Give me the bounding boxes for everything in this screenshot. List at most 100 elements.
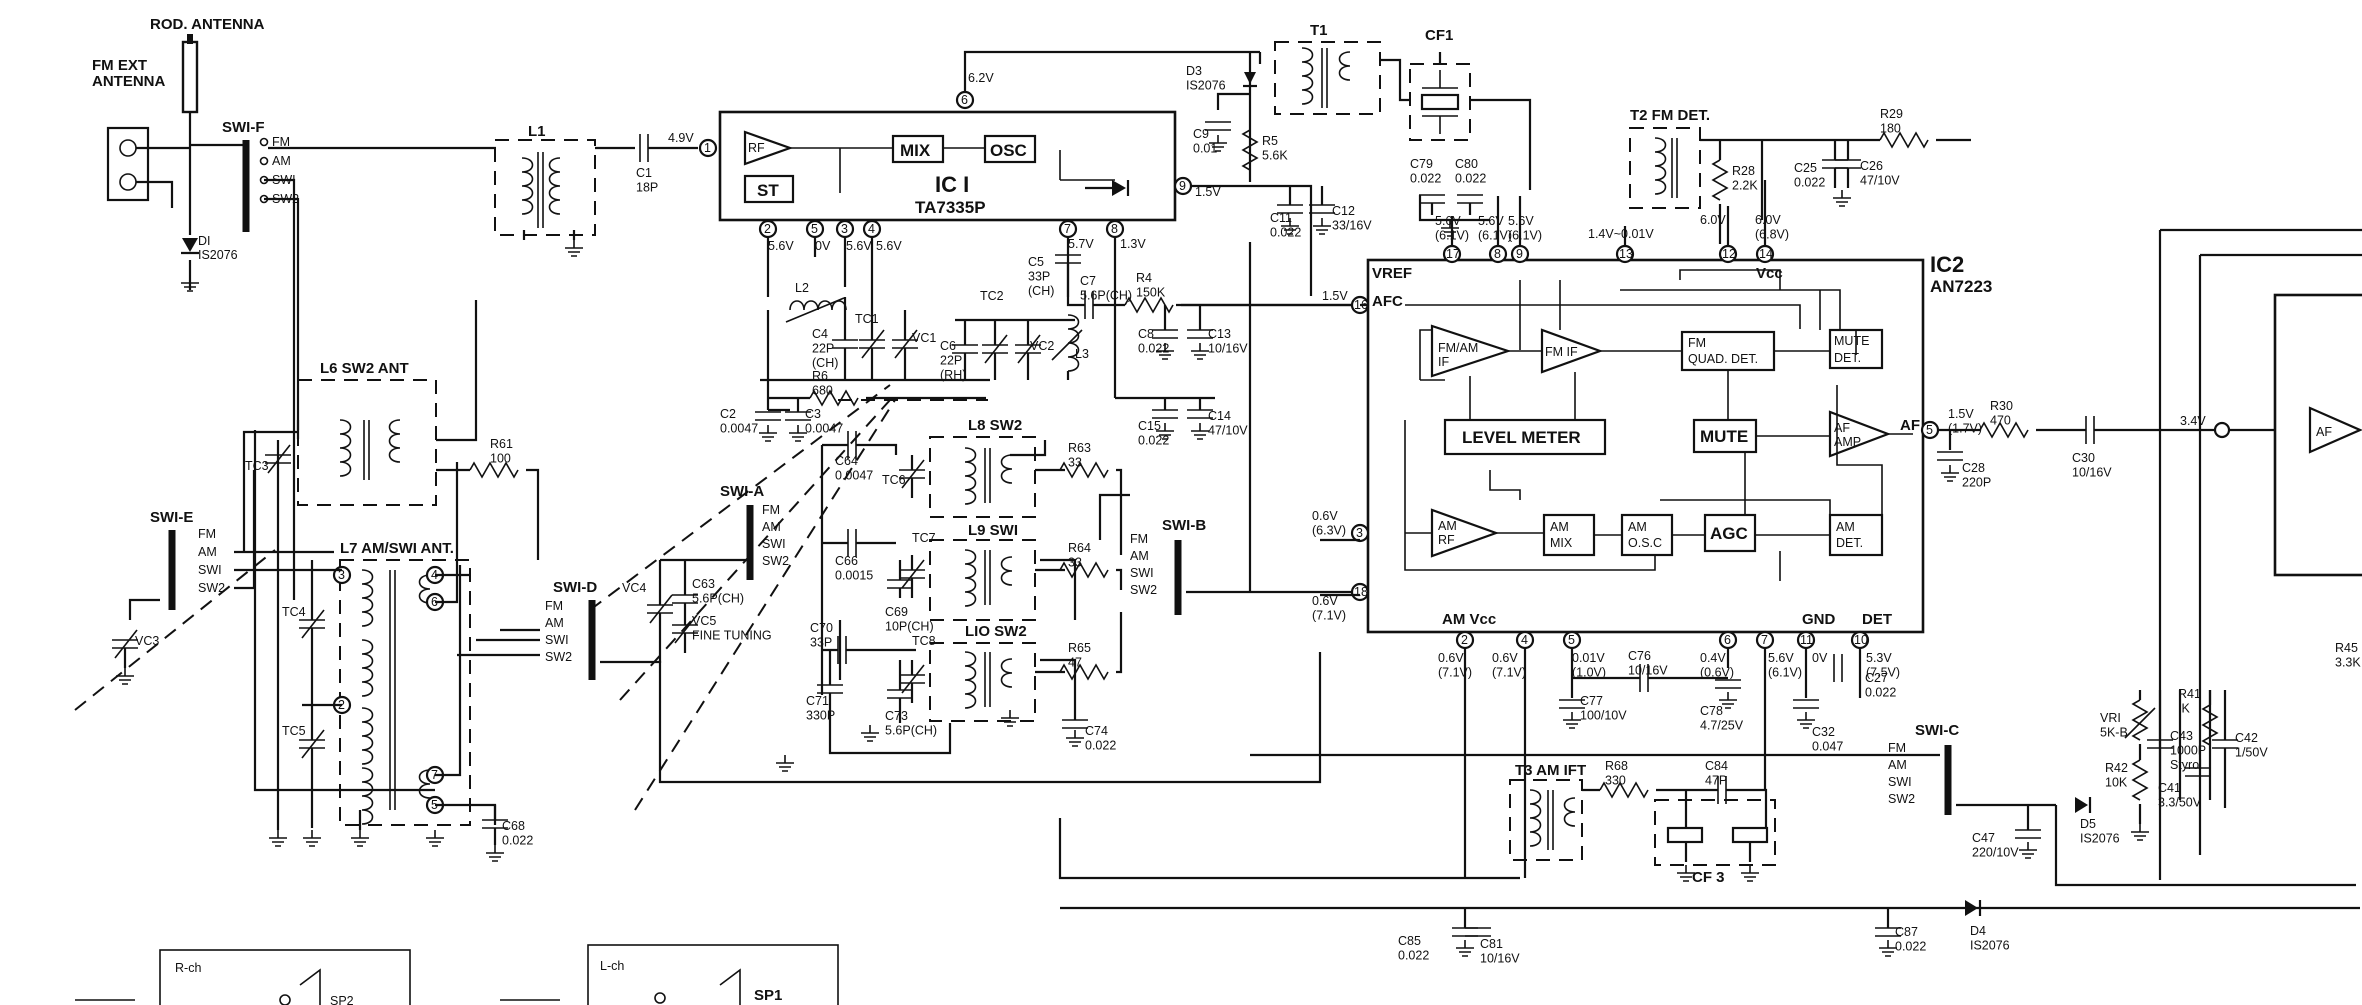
ic2-p18-volt: 0.6V(7.1V): [1312, 594, 1346, 622]
ic2-p2-volt: 0.6V(7.1V): [1438, 651, 1472, 679]
ic1-pin7-volt: 5.7V: [1068, 237, 1094, 251]
fm-ext-label-2: ANTENNA: [92, 73, 165, 90]
ic2-p12-volt: 6.0V: [1700, 213, 1726, 227]
switch-sw1-c[interactable]: SWI-C FM AM SWI SW2: [1888, 722, 1959, 815]
ic2-p4-volt: 0.6V(7.1V): [1492, 651, 1526, 679]
svg-text:17: 17: [1446, 247, 1460, 261]
svg-text:5: 5: [811, 222, 818, 236]
transformer-t3-am-ift: T3 AM IFT: [1509, 762, 1586, 861]
svg-text:6: 6: [431, 595, 438, 609]
ic2-p3-volt: 0.6V(6.3V): [1312, 509, 1346, 537]
trimmer-tc1[interactable]: TC1: [855, 312, 886, 359]
vc2-label: VC2: [1030, 339, 1054, 353]
svg-text:AMP: AMP: [1834, 435, 1861, 449]
ic1-osc-label: OSC: [990, 141, 1027, 160]
sw1-b-label: SWI-B: [1162, 517, 1206, 534]
svg-text:AM: AM: [1836, 520, 1855, 534]
trimmer-tc2[interactable]: TC2: [980, 289, 1009, 364]
fm-am-if-block: [1430, 324, 1512, 378]
trimmer-tc4[interactable]: TC4: [282, 605, 326, 639]
varicap-vc4[interactable]: VC4: [622, 581, 674, 624]
trimmer-tc6[interactable]: TC6: [882, 459, 926, 489]
switch-sw1-d[interactable]: SWI-D FM AM SWI SW2: [545, 579, 597, 680]
ic1-part: TA7335P: [915, 198, 986, 217]
svg-text:13: 13: [1619, 247, 1633, 261]
ic1-pin8-volt: 1.3V: [1120, 237, 1146, 251]
ic1-mix-label: MIX: [900, 141, 931, 160]
varicap-vc2[interactable]: VC2: [1014, 334, 1054, 364]
switch-sw1-e[interactable]: SWI-E FM AM SWI SW2: [150, 509, 225, 610]
svg-text:6: 6: [961, 93, 968, 107]
sw1-c-pos-sw2: SW2: [1888, 792, 1915, 806]
sw1-b-pos-sw1: SWI: [1130, 566, 1154, 580]
trimmer-tc3[interactable]: TC3: [245, 444, 292, 474]
ic2-p9-volt: 5.6V(6.1V): [1508, 214, 1542, 242]
svg-text:AM: AM: [1628, 520, 1647, 534]
svg-text:DET.: DET.: [1834, 351, 1861, 365]
trimmer-tc5[interactable]: TC5: [282, 724, 326, 759]
ic2-name: IC2: [1930, 252, 1964, 277]
l-ch-box: L-ch SP1: [587, 944, 839, 1005]
mute-label: MUTE: [1700, 427, 1748, 446]
varicap-vc1[interactable]: VC1: [891, 329, 936, 359]
sp2-label: SP2: [330, 994, 354, 1005]
ic1-mix-block: [891, 134, 945, 164]
svg-text:4: 4: [1521, 633, 1528, 647]
svg-text:7: 7: [1761, 633, 1768, 647]
varicap-vc3[interactable]: VC3: [111, 629, 159, 659]
svg-text:8: 8: [1111, 222, 1118, 236]
sw1-d-pos-sw2: SW2: [545, 650, 572, 664]
svg-text:4: 4: [868, 222, 875, 236]
switch-sw1-f[interactable]: SWI-F FM AM SWI SW2: [222, 119, 299, 232]
svg-text:7: 7: [431, 768, 438, 782]
am-osc-block: [1620, 513, 1674, 557]
ic1-st-block: [743, 174, 795, 204]
l9-label: L9 SWI: [968, 522, 1018, 539]
fm-ext-label-1: FM EXT: [92, 57, 147, 74]
trimmer-tc7[interactable]: TC7: [898, 531, 936, 589]
switch-sw1-b[interactable]: SWI-B FM AM SWI SW2: [1130, 517, 1206, 615]
switch-sw1-a[interactable]: SWI-A FM AM SWI SW2: [720, 483, 789, 580]
ic2-p16-volt: 1.5V: [1322, 289, 1348, 303]
svg-text:4: 4: [431, 568, 438, 582]
trimmer-tc8[interactable]: TC8: [898, 634, 936, 694]
svg-text:9: 9: [1516, 247, 1523, 261]
sw1-a-label: SWI-A: [720, 483, 764, 500]
vc4-label: VC4: [622, 581, 646, 595]
